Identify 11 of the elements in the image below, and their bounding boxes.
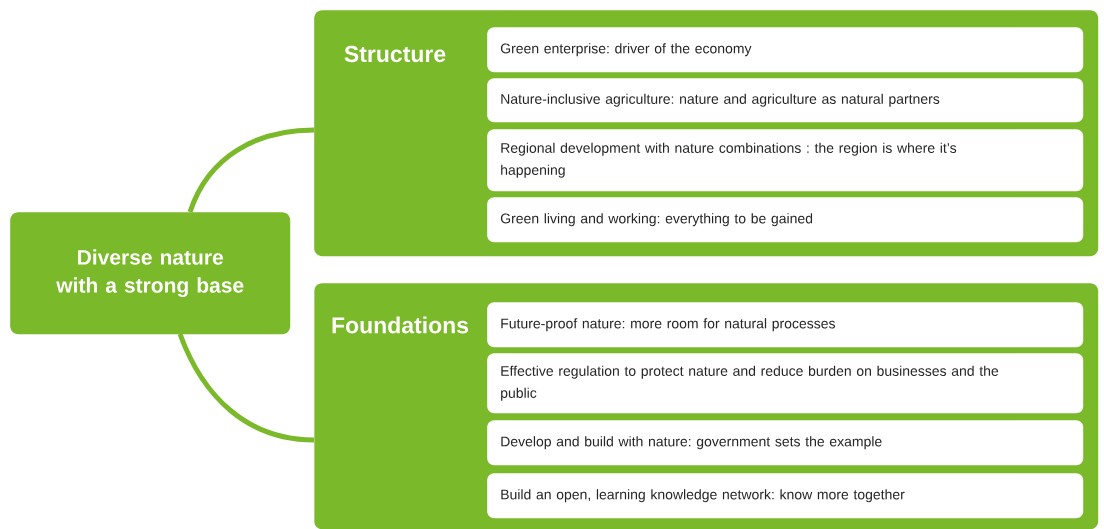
connector-arc [177, 333, 315, 443]
item-box: Regional development with nature combinations : the region is where it’s happening [487, 129, 1084, 192]
connector-arc [187, 127, 315, 213]
item-box: Green living and working: everything to be gained [487, 197, 1084, 243]
item-box: Build an open, learning knowledge network: know more together [487, 473, 1084, 519]
item-box: Effective regulation to protect nature and reduce burden on businesses and the public [487, 353, 1084, 414]
item-box: Develop and build with nature: government sets the example [487, 420, 1084, 466]
item-box: Nature-inclusive agriculture: nature and agriculture as natural partners [487, 78, 1084, 123]
item-box: Future-proof nature: more room for natural processes [487, 302, 1084, 348]
topic-box: Diverse nature with a strong base [10, 212, 291, 335]
item-box: Green enterprise: driver of the economy [487, 27, 1084, 73]
